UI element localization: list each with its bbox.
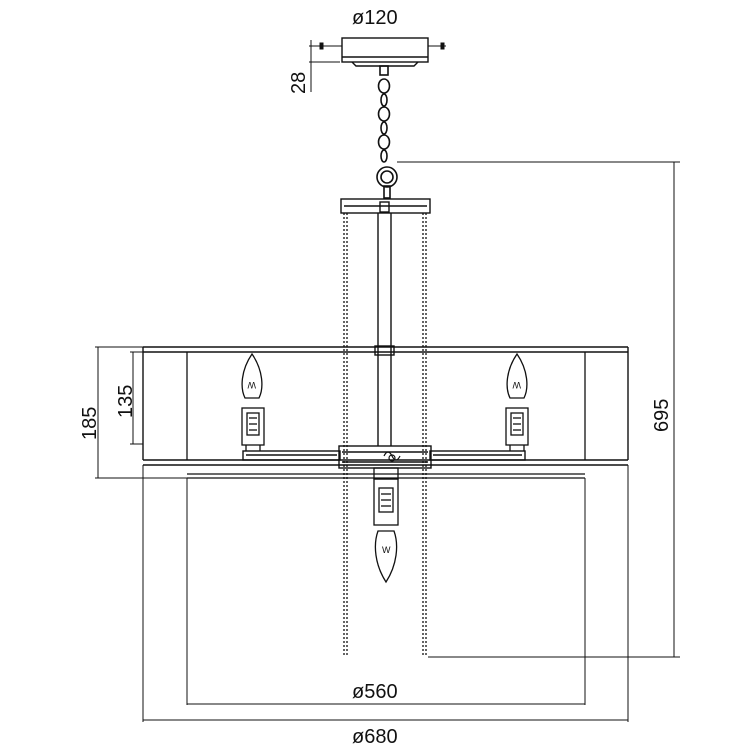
inner-shade — [186, 352, 586, 479]
canopy-height-label: 28 — [288, 72, 310, 94]
outer-diameter-label: ø680 — [352, 726, 398, 748]
bulb-mark-bottom: W — [382, 545, 391, 555]
total-height-label: 695 — [651, 399, 673, 432]
bulb-mark-left: W — [247, 380, 256, 390]
candle-bulb-right — [505, 352, 529, 451]
shade-height-label: 185 — [79, 407, 101, 440]
canopy-diameter-label: ø120 — [352, 7, 398, 29]
inner-height-dimension — [130, 351, 143, 445]
outer-shade — [142, 346, 629, 466]
total-height-dimension — [397, 161, 680, 658]
ceiling-canopy — [341, 37, 429, 67]
shade-height-dimension — [95, 346, 187, 479]
center-knot-icon — [383, 451, 401, 462]
inner-diameter-label: ø560 — [352, 681, 398, 703]
candle-bulb-bottom — [373, 467, 399, 584]
canopy-height-dimension — [309, 40, 340, 92]
side-cable-left — [343, 213, 348, 656]
central-rod — [374, 213, 395, 446]
inner-height-label: 135 — [115, 385, 137, 418]
outer-diameter-dimension — [142, 465, 629, 722]
candle-bulb-left — [241, 352, 265, 451]
bulb-mark-right: W — [512, 380, 521, 390]
suspension-chain — [376, 65, 398, 199]
inner-diameter-dimension — [186, 478, 586, 705]
top-frame-bar — [340, 198, 431, 214]
side-cable-right — [422, 213, 427, 656]
